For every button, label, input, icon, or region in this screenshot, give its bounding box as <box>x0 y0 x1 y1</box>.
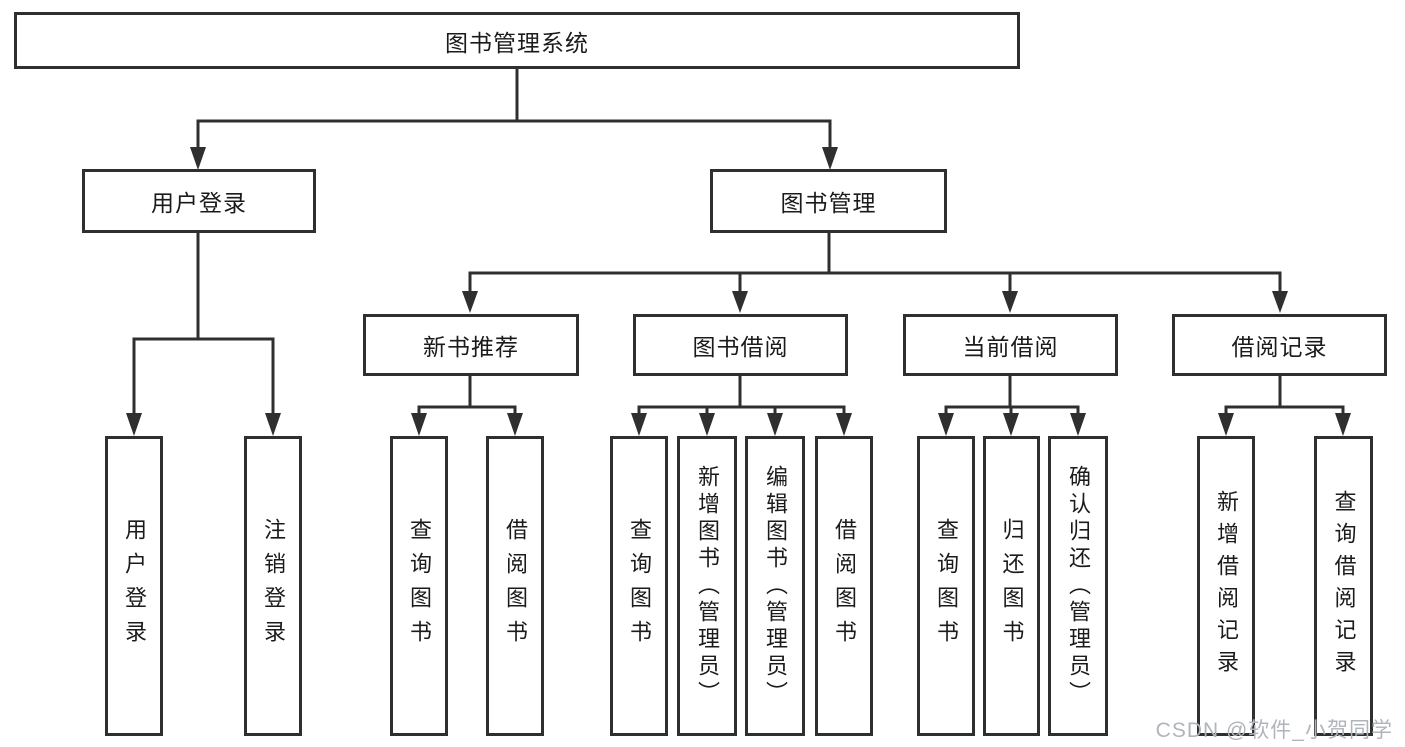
branch-node-label: 用户登录 <box>151 190 247 216</box>
leaf-node-query-books: 查询图书 <box>610 436 668 736</box>
connector-book-management <box>468 233 1282 296</box>
leaf-node-label: 新增借阅记录 <box>1214 490 1239 682</box>
root-node-label: 图书管理系统 <box>445 29 589 56</box>
leaf-node-label: 借阅图书 <box>503 518 528 654</box>
group-node-borrow-records: 借阅记录 <box>1172 314 1387 376</box>
leaf-node-label: 编辑图书（管理员） <box>763 464 788 708</box>
branch-node-label: 图书管理 <box>780 190 877 216</box>
leaf-node-label: 新增图书（管理员） <box>695 464 720 708</box>
root-node-system: 图书管理系统 <box>14 12 1020 69</box>
group-node-label: 当前借阅 <box>962 334 1059 360</box>
leaf-node-return-books: 归还图书 <box>983 436 1040 736</box>
connector-new-book <box>417 376 517 418</box>
leaf-node-logout: 注销登录 <box>244 436 302 736</box>
leaf-node-edit-books-admin: 编辑图书（管理员） <box>745 436 805 736</box>
leaf-node-borrow-books: 借阅图书 <box>815 436 873 736</box>
leaf-node-borrow-books: 借阅图书 <box>486 436 544 736</box>
group-node-book-borrow: 图书借阅 <box>633 314 848 376</box>
leaf-node-query-borrow-record: 查询借阅记录 <box>1314 436 1373 736</box>
group-node-current-borrow: 当前借阅 <box>903 314 1118 376</box>
group-node-label: 借阅记录 <box>1231 334 1328 360</box>
leaf-node-add-books-admin: 新增图书（管理员） <box>677 436 737 736</box>
leaf-node-label: 查询图书 <box>934 518 959 654</box>
leaf-node-label: 查询图书 <box>407 518 432 654</box>
group-node-label: 图书借阅 <box>692 334 789 360</box>
branch-node-user-login: 用户登录 <box>82 169 316 233</box>
connector-book-borrow <box>637 376 846 418</box>
connector-borrow-records <box>1224 376 1345 418</box>
leaf-node-label: 借阅图书 <box>832 518 857 654</box>
leaf-node-label: 查询图书 <box>627 518 652 654</box>
leaf-node-label: 归还图书 <box>999 518 1025 654</box>
group-node-label: 新书推荐 <box>423 334 519 360</box>
leaf-node-label: 注销登录 <box>261 518 286 654</box>
leaf-node-query-books: 查询图书 <box>917 436 975 736</box>
leaf-node-user-login: 用户登录 <box>105 436 163 736</box>
connector-root <box>196 68 832 150</box>
leaf-node-label: 查询借阅记录 <box>1331 490 1357 682</box>
leaf-node-label: 用户登录 <box>122 518 147 654</box>
group-node-new-book-recommend: 新书推荐 <box>363 314 579 376</box>
csdn-watermark: CSDN @软件_小贺同学 <box>1155 719 1393 742</box>
leaf-node-confirm-return-admin: 确认归还（管理员） <box>1048 436 1108 736</box>
connector-user-login <box>132 233 275 416</box>
connector-current-borrow <box>944 376 1080 418</box>
leaf-node-label: 确认归还（管理员） <box>1066 464 1091 708</box>
branch-node-book-management: 图书管理 <box>710 169 947 233</box>
leaf-node-add-borrow-record: 新增借阅记录 <box>1197 436 1255 736</box>
leaf-node-query-books: 查询图书 <box>390 436 448 736</box>
